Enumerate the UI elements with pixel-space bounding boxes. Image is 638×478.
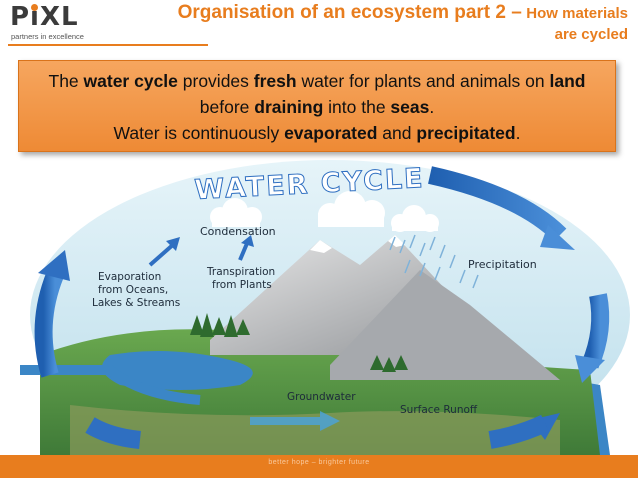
banner-bold: evaporated <box>284 123 378 143</box>
banner-bold: precipitated <box>416 123 516 143</box>
banner-bold: seas <box>390 97 430 117</box>
banner-bold: water cycle <box>83 71 178 91</box>
pixl-logo: PiXL partners in excellence <box>10 2 84 43</box>
mountain-front <box>330 270 560 380</box>
transpiration-arrowhead-icon <box>241 235 254 247</box>
label-condensation: Condensation <box>200 225 276 238</box>
banner-bold: fresh <box>253 71 297 91</box>
label-precipitation: Precipitation <box>468 258 537 271</box>
mountain-snow <box>310 235 405 253</box>
cloud-precipitation <box>391 205 439 232</box>
cycle-arrow-bottom-icon <box>85 417 142 449</box>
evaporation-arrowhead-icon <box>166 237 180 251</box>
cloud-condensation <box>210 198 262 227</box>
label-evaporation-2: from Oceans, <box>98 284 168 296</box>
banner-text: Water is continuously <box>113 123 285 143</box>
trees <box>190 313 408 372</box>
label-evaporation-3: Lakes & Streams <box>92 297 180 309</box>
slide-title: Organisation of an ecosystem part 2 – Ho… <box>108 2 628 45</box>
water-cycle-diagram: WATER CYCLE Condensation Evaporation fro… <box>20 160 630 455</box>
cycle-arrow-left-icon <box>34 271 64 378</box>
info-banner: The water cycle provides fresh water for… <box>18 60 616 152</box>
banner-text: The <box>48 71 84 91</box>
cycle-arrowhead-top-icon <box>540 225 575 250</box>
footer-bar <box>0 455 638 478</box>
logo-text: PiXL <box>10 2 79 32</box>
cloud-rain <box>318 191 385 227</box>
banner-text: provides <box>177 71 254 91</box>
footer-text: better hope – brighter future <box>268 459 370 466</box>
cycle-arrow-bottom-right-icon <box>488 414 549 449</box>
label-groundwater: Groundwater <box>287 391 356 403</box>
banner-line-2: before draining into the seas. <box>19 94 615 120</box>
cycle-arrowhead-right-icon <box>575 355 605 383</box>
label-evaporation-1: Evaporation <box>98 271 161 283</box>
evaporation-arrow-icon <box>148 241 177 267</box>
cycle-arrow-top-icon <box>428 166 567 242</box>
banner-text: into the <box>323 97 391 117</box>
groundwater-flow-icon <box>250 411 340 431</box>
title-sub-2: are cycled <box>554 26 628 43</box>
banner-line-3: Water is continuously evaporated and pre… <box>19 120 615 146</box>
banner-text: before <box>199 97 255 117</box>
logo-tagline: partners in excellence <box>11 32 84 41</box>
title-sub-1: How materials <box>526 5 628 22</box>
groundwater-layer <box>70 405 560 455</box>
label-transpiration-1: Transpiration <box>206 266 275 278</box>
banner-bold: draining <box>254 97 324 117</box>
banner-text: . <box>515 123 521 143</box>
banner-bold: land <box>549 71 586 91</box>
title-main: Organisation of an ecosystem part 2 – <box>177 2 522 23</box>
cycle-arrow-right-icon <box>581 293 610 369</box>
banner-text: and <box>377 123 417 143</box>
rain-icon <box>389 234 479 289</box>
title-underline <box>8 44 208 46</box>
banner-text: . <box>429 97 435 117</box>
label-surface-runoff: Surface Runoff <box>400 404 478 416</box>
logo-dot-icon <box>31 4 38 11</box>
cycle-arrowhead-left-icon <box>38 250 70 281</box>
banner-text: water for plants and animals on <box>296 71 550 91</box>
lake <box>102 351 253 390</box>
label-transpiration-2: from Plants <box>212 279 272 291</box>
banner-line-1: The water cycle provides fresh water for… <box>19 68 615 94</box>
